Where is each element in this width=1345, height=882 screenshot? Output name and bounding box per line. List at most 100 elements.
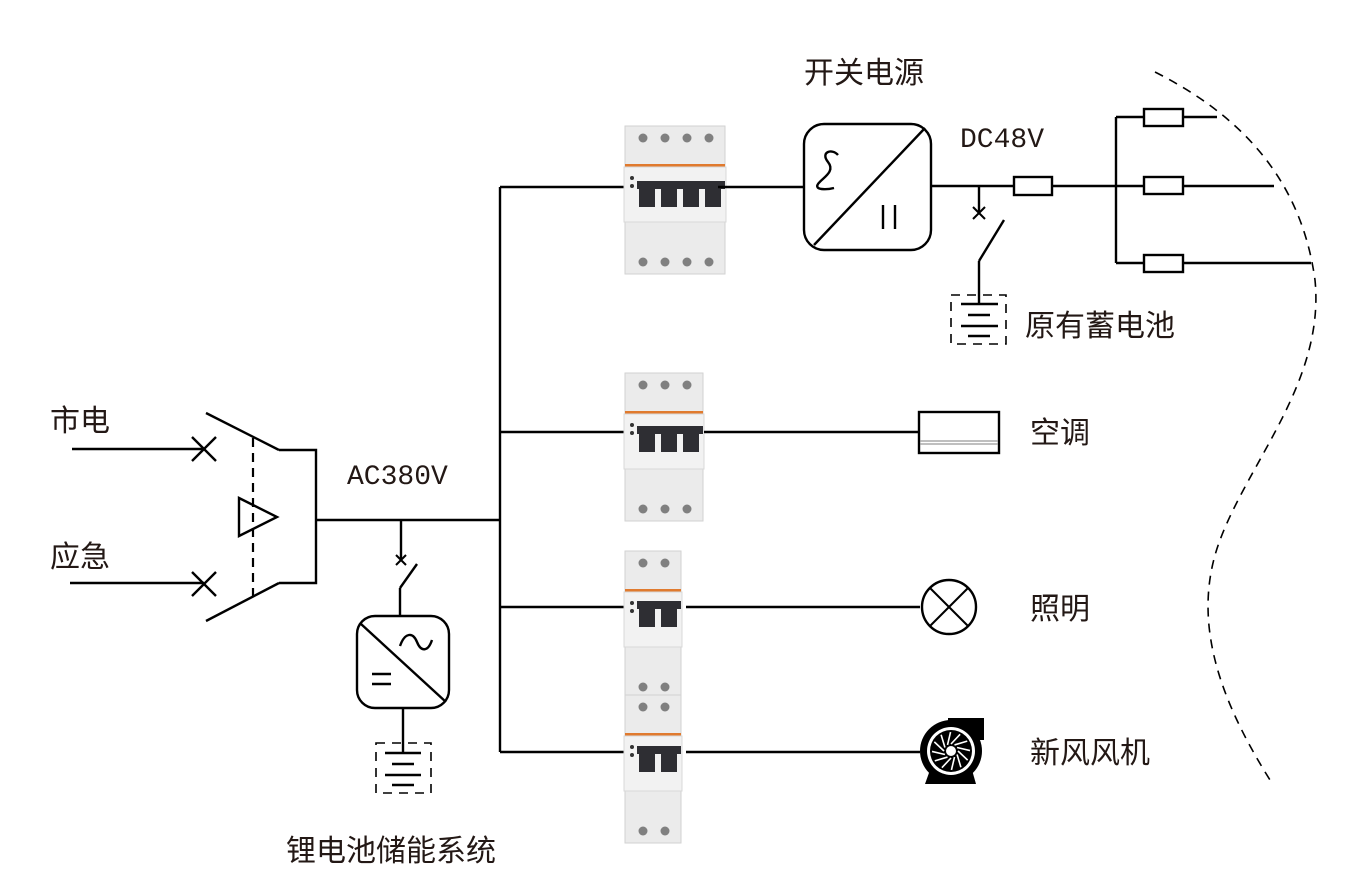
breaker-terminal <box>638 558 648 568</box>
battery-switch-blade <box>977 219 1006 262</box>
fan-blade-gap <box>956 746 971 752</box>
breaker-terminal <box>682 504 692 514</box>
fan-blower-icon <box>920 718 984 784</box>
breaker-4pole-psu[interactable] <box>623 125 727 275</box>
breaker-handle-tooth <box>661 434 677 452</box>
dc-branch-fuse-3 <box>1142 253 1185 274</box>
breaker-terminal <box>682 257 692 267</box>
emergency-blade <box>205 581 280 623</box>
fan-blade-gap <box>941 757 952 769</box>
existing-battery-label: 原有蓄电池 <box>1025 309 1175 344</box>
breaker-indicator <box>630 176 634 180</box>
breaker-terminal <box>638 257 648 267</box>
fan-blade-gap <box>940 734 946 748</box>
breaker-handle-tooth <box>661 189 677 207</box>
breaker-stripe <box>625 164 725 167</box>
pcs-diagonal <box>360 623 447 703</box>
breaker-handle-tooth <box>639 434 655 452</box>
storage-branch <box>355 520 451 794</box>
breaker-terminal <box>660 682 670 692</box>
lamp-icon <box>920 578 978 636</box>
storage-breaker-x-icon <box>395 554 407 566</box>
breaker-terminal <box>660 826 670 836</box>
fan-blade-gap <box>954 740 968 746</box>
breaker-handle <box>637 746 681 754</box>
breaker-indicator <box>630 745 634 749</box>
breaker-terminal <box>660 702 670 712</box>
breaker-2pole-lighting[interactable] <box>623 550 683 700</box>
breaker-indicator <box>630 753 634 757</box>
breaker-handle-tooth <box>661 609 677 627</box>
ats-output-bracket <box>279 448 318 585</box>
breaker-terminal <box>682 133 692 143</box>
breaker-terminal <box>704 257 714 267</box>
breaker-handle-tooth <box>661 754 677 772</box>
breaker-3pole-air-conditioner[interactable] <box>623 372 705 522</box>
fan-blade-gap <box>950 756 956 771</box>
breaker-indicator <box>630 423 634 427</box>
breaker-terminal <box>638 504 648 514</box>
switching-psu-box <box>802 122 933 252</box>
fan-blade-gap <box>957 750 969 761</box>
dc-main-fuse <box>1012 175 1054 197</box>
breaker-indicator <box>630 431 634 435</box>
li-battery-icon <box>375 742 432 794</box>
breaker-handle-tooth <box>639 189 655 207</box>
ats-switch <box>70 411 500 623</box>
load-label-fan: 新风风机 <box>1030 736 1150 771</box>
ac-bus-label: AC380V <box>347 462 448 493</box>
existing-battery-icon <box>950 294 1007 345</box>
dc-bus-label: DC48V <box>960 125 1044 156</box>
breaker-stripe <box>625 733 681 736</box>
fan-blade-gap <box>946 731 952 746</box>
ac-wave-icon <box>816 150 839 191</box>
grid-label: 市电 <box>50 404 110 439</box>
breaker-handle-tooth <box>639 754 655 772</box>
fan-blade-gap <box>934 756 948 762</box>
breaker-handle <box>637 426 703 434</box>
breaker-indicator <box>630 184 634 188</box>
breaker-handle-tooth <box>683 434 699 452</box>
grid-contact-x-icon <box>191 436 217 462</box>
grid-blade <box>205 411 280 452</box>
breaker-terminal <box>638 702 648 712</box>
breaker-terminal <box>638 380 648 390</box>
storage-label: 锂电池储能系统 <box>286 834 496 869</box>
fan-blade-gap <box>933 741 945 752</box>
breaker-2pole-fan[interactable] <box>623 694 683 844</box>
breaker-terminal <box>660 558 670 568</box>
load-label-air-conditioner: 空调 <box>1030 416 1090 451</box>
psu-label: 开关电源 <box>804 56 924 91</box>
breaker-stripe <box>625 589 681 592</box>
load-label-lighting: 照明 <box>1030 592 1090 627</box>
breaker-terminal <box>660 380 670 390</box>
emergency-contact-x-icon <box>191 571 217 597</box>
breaker-indicator <box>630 601 634 605</box>
breaker-handle-tooth <box>639 609 655 627</box>
storage-switch-blade <box>399 563 418 589</box>
breaker-terminal <box>638 682 648 692</box>
emergency-label: 应急 <box>50 540 110 575</box>
dc-loads-boundary-curve <box>1154 71 1317 781</box>
dc-branch-fuse-1 <box>1142 107 1185 128</box>
breaker-terminal <box>660 257 670 267</box>
breaker-terminal <box>682 380 692 390</box>
air-conditioner-icon <box>917 410 1001 455</box>
breaker-handle-tooth <box>705 189 721 207</box>
breaker-handle <box>637 601 681 609</box>
breaker-terminal <box>704 133 714 143</box>
breaker-handle <box>637 181 725 189</box>
fan-blade-gap <box>950 733 961 745</box>
breaker-handle-tooth <box>683 189 699 207</box>
breaker-terminal <box>660 133 670 143</box>
battery-breaker-x-icon <box>972 206 986 220</box>
dc-branch-fuse-2 <box>1142 175 1185 196</box>
breaker-terminal <box>638 826 648 836</box>
transfer-triangle-icon <box>237 496 280 538</box>
breaker-terminal <box>638 133 648 143</box>
breaker-terminal <box>660 504 670 514</box>
fan-blade-gap <box>956 754 962 768</box>
fan-blade-gap <box>931 750 946 756</box>
breaker-indicator <box>630 609 634 613</box>
